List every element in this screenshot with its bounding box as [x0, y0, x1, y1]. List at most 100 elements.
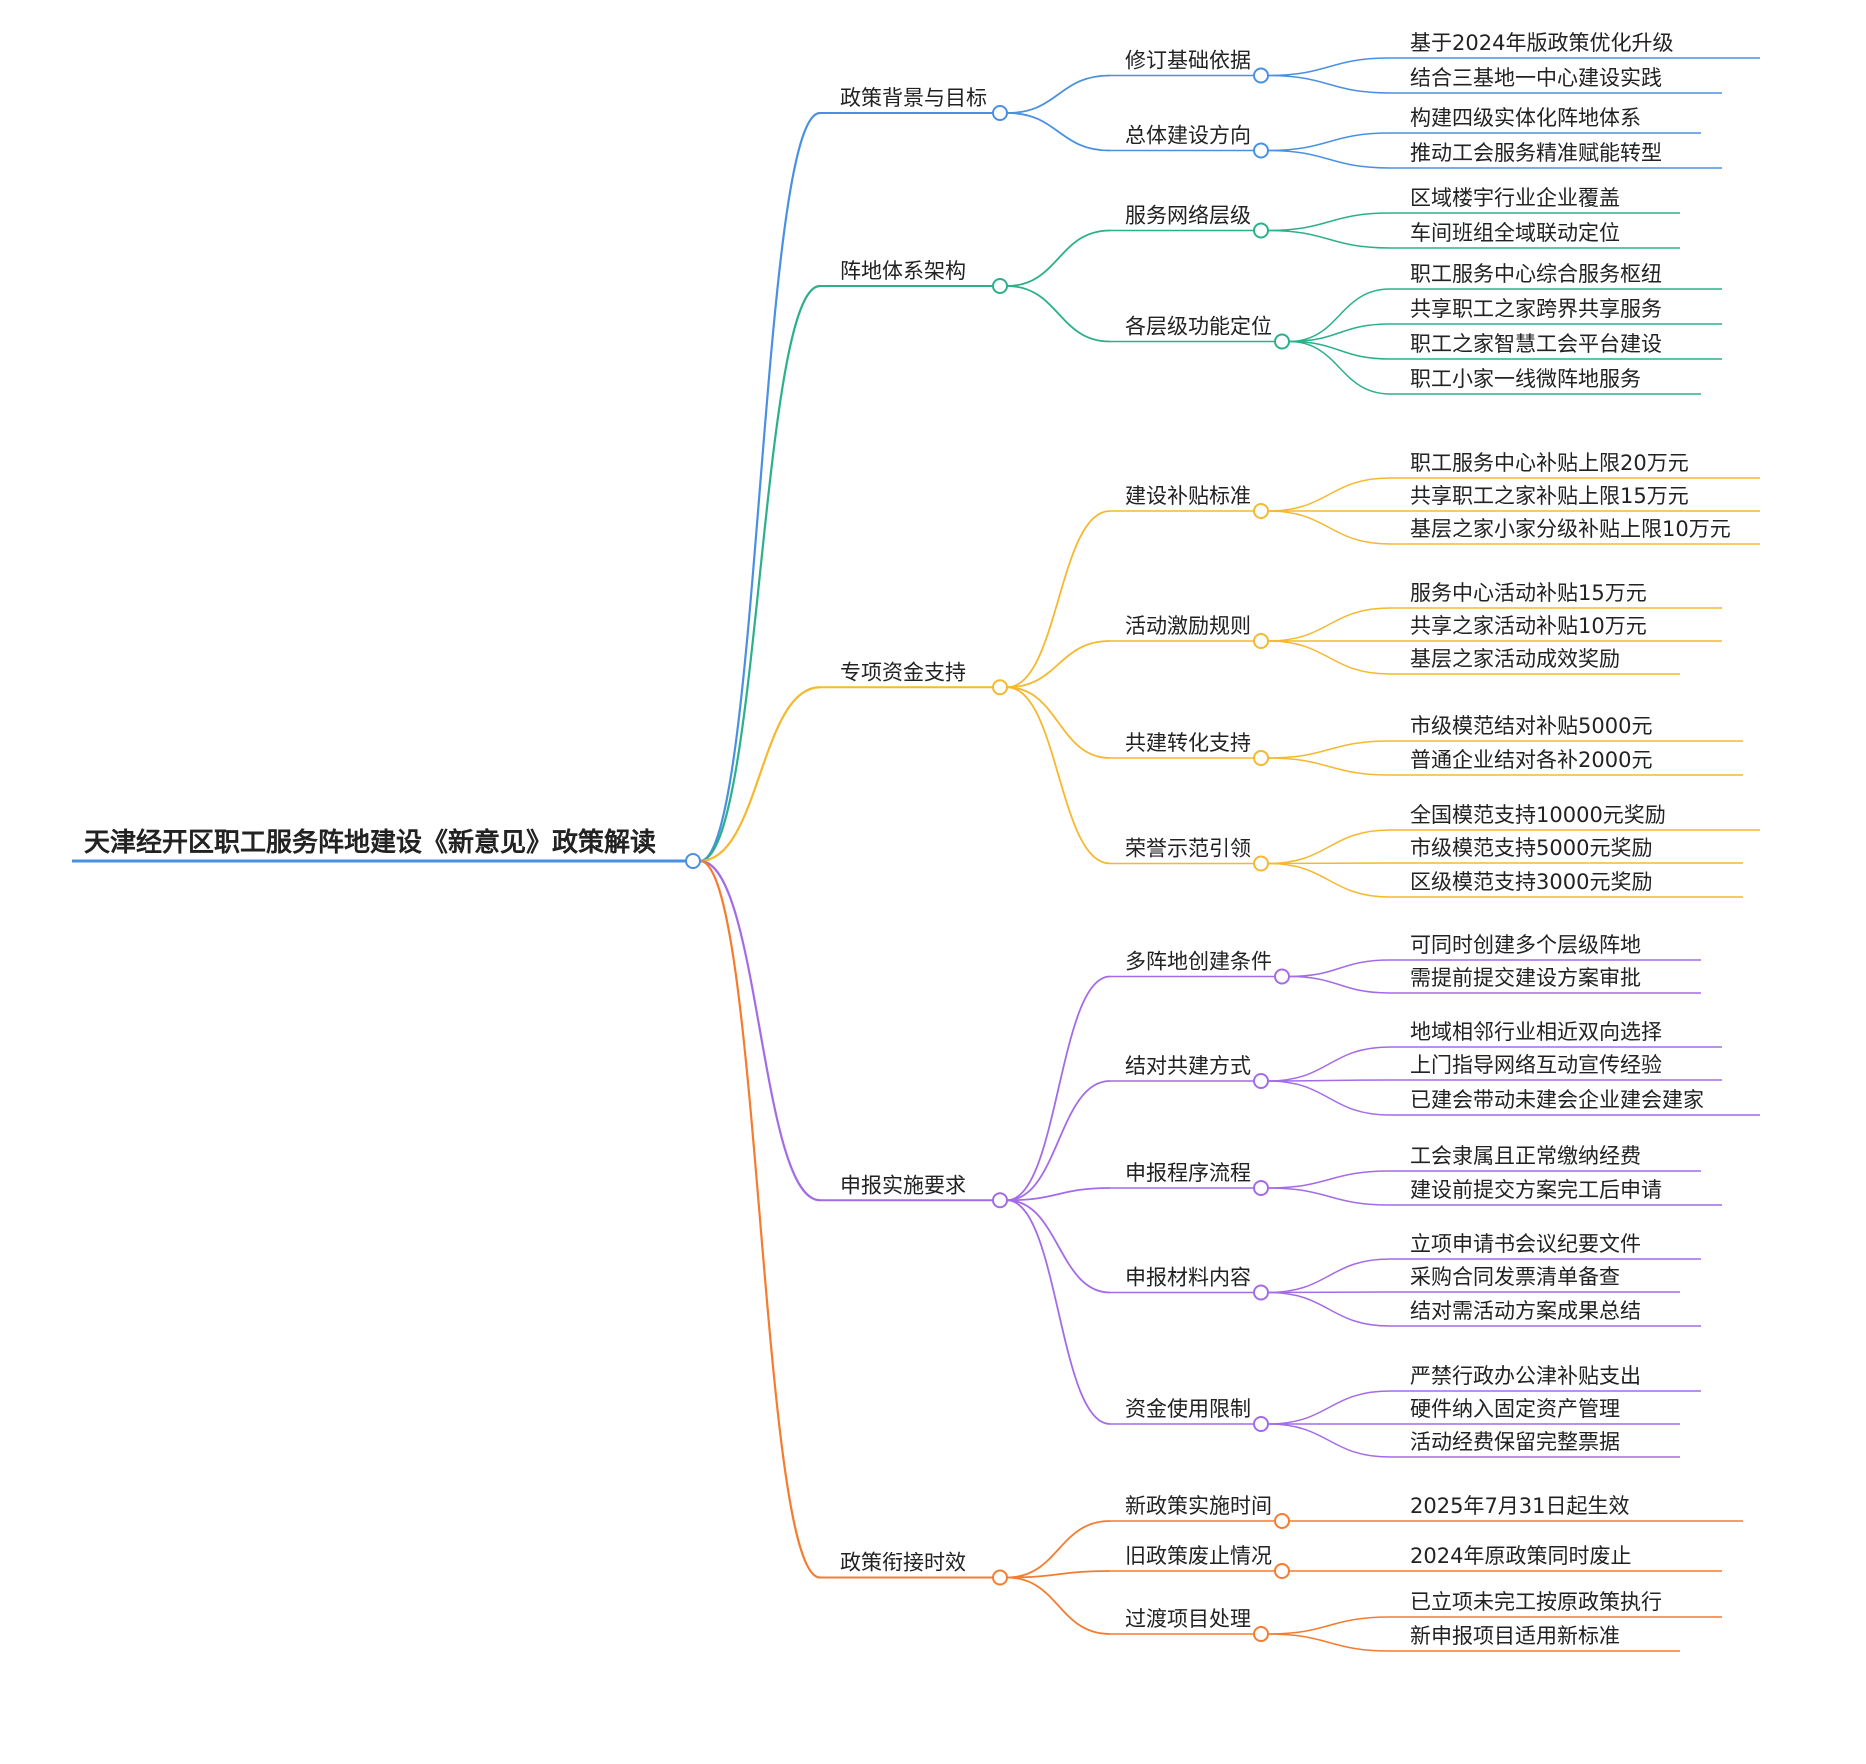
item-label: 共享职工之家跨界共享服务: [1410, 297, 1662, 321]
topic-collapse-handle[interactable]: [1253, 633, 1269, 649]
connector-topic-item: [1267, 862, 1391, 865]
item-label: 职工之家智慧工会平台建设: [1410, 332, 1662, 356]
node-underlines: [72, 57, 1760, 1652]
topic-label: 活动激励规则: [1125, 614, 1251, 638]
connector-topic-item: [1267, 229, 1391, 249]
connector-topic-item: [1267, 212, 1391, 232]
item-label: 区域楼宇行业企业覆盖: [1410, 186, 1620, 210]
topic-collapse-handle[interactable]: [1253, 222, 1269, 239]
connector-root-branch: [699, 859, 821, 1202]
topic-label: 共建转化支持: [1125, 731, 1251, 755]
topic-label: 服务网络层级: [1125, 204, 1251, 228]
item-label: 2024年原政策同时废止: [1410, 1544, 1631, 1568]
connector-topic-item: [1267, 1079, 1391, 1082]
topic-collapse-handle[interactable]: [1274, 1513, 1290, 1529]
branch-label: 政策背景与目标: [840, 86, 987, 110]
connector-topic-item: [1288, 340, 1391, 360]
connector-branch-topic: [1006, 1187, 1111, 1202]
connector-topic-item: [1267, 740, 1391, 759]
item-label: 需提前提交建设方案审批: [1410, 966, 1641, 990]
connector-branch-topic: [1006, 1576, 1111, 1635]
topic-collapse-handle[interactable]: [1253, 1416, 1269, 1432]
connector-root-branch: [699, 686, 821, 863]
branch-collapse-handle[interactable]: [992, 1192, 1008, 1209]
connector-topic-item: [1267, 607, 1391, 642]
connector-topic-item: [1267, 1423, 1391, 1458]
item-label: 全国模范支持10000元奖励: [1410, 803, 1666, 827]
connector-topic-item: [1267, 1170, 1391, 1189]
connector-topic-item: [1267, 1187, 1391, 1206]
branch-collapse-handle[interactable]: [992, 105, 1008, 121]
branch-collapse-handle[interactable]: [992, 278, 1008, 294]
connector-branch-topic: [1006, 975, 1111, 1202]
topic-label: 总体建设方向: [1125, 124, 1251, 148]
item-label: 采购合同发票清单备查: [1410, 1265, 1620, 1289]
connector-root-branch: [699, 111, 821, 863]
item-label: 已建会带动未建会企业建会建家: [1410, 1088, 1704, 1112]
connector-topic-item: [1267, 640, 1391, 675]
connector-topic-item: [1267, 1046, 1391, 1082]
item-label: 共享之家活动补贴10万元: [1410, 614, 1647, 638]
item-label: 2025年7月31日起生效: [1410, 1494, 1630, 1518]
item-label: 结对需活动方案成果总结: [1410, 1299, 1641, 1323]
item-label: 职工小家一线微阵地服务: [1410, 367, 1641, 391]
connector-topic-item: [1267, 1633, 1391, 1652]
topic-collapse-handle[interactable]: [1253, 142, 1269, 159]
connector-branch-topic: [1006, 1199, 1111, 1294]
topic-label: 各层级功能定位: [1125, 315, 1272, 339]
connector-branch-topic: [1006, 1199, 1111, 1425]
connector-topic-item: [1288, 959, 1391, 978]
topic-label: 新政策实施时间: [1125, 1494, 1272, 1518]
item-label: 活动经费保留完整票据: [1410, 1430, 1620, 1454]
branch-collapse-handle[interactable]: [992, 1569, 1008, 1586]
branch-label: 政策衔接时效: [840, 1551, 966, 1575]
connector-topic-item: [1267, 1616, 1391, 1635]
item-label: 职工服务中心补贴上限20万元: [1410, 451, 1689, 475]
topic-collapse-handle[interactable]: [1253, 1284, 1269, 1301]
connector-root-branch: [699, 859, 821, 1579]
topic-collapse-handle[interactable]: [1253, 67, 1269, 84]
connector-topic-item: [1267, 510, 1391, 545]
connector-branch-topic: [1006, 229, 1111, 287]
topic-label: 多阵地创建条件: [1125, 950, 1272, 974]
item-label: 新申报项目适用新标准: [1410, 1624, 1620, 1648]
item-label: 基于2024年版政策优化升级: [1410, 31, 1673, 55]
connector-root-branch: [699, 284, 821, 863]
topic-collapse-handle[interactable]: [1274, 1563, 1290, 1579]
topic-collapse-handle[interactable]: [1253, 855, 1269, 872]
item-label: 已立项未完工按原政策执行: [1410, 1590, 1662, 1614]
topic-collapse-handle[interactable]: [1253, 1073, 1269, 1089]
topic-collapse-handle[interactable]: [1253, 503, 1269, 519]
item-label: 严禁行政办公津补贴支出: [1410, 1364, 1641, 1388]
item-label: 车间班组全域联动定位: [1410, 221, 1620, 245]
root-collapse-handle[interactable]: [685, 853, 701, 869]
topic-collapse-handle[interactable]: [1274, 333, 1290, 350]
topic-collapse-handle[interactable]: [1253, 750, 1269, 766]
item-label: 区级模范支持3000元奖励: [1410, 870, 1652, 894]
item-label: 推动工会服务精准赋能转型: [1410, 141, 1662, 165]
connector-topic-item: [1288, 288, 1391, 343]
connector-topic-item: [1267, 149, 1391, 169]
topic-label: 资金使用限制: [1125, 1397, 1251, 1421]
connector-branch-topic: [1006, 1080, 1111, 1202]
item-label: 工会隶属且正常缴纳经费: [1410, 1144, 1641, 1168]
connector-topic-item: [1267, 757, 1391, 776]
item-label: 结合三基地一中心建设实践: [1410, 66, 1662, 90]
connector-topic-item: [1267, 74, 1391, 94]
connector-branch-topic: [1006, 686, 1111, 865]
branch-collapse-handle[interactable]: [992, 679, 1008, 696]
connector-branch-topic: [1006, 112, 1111, 152]
item-label: 服务中心活动补贴15万元: [1410, 581, 1647, 605]
item-label: 可同时创建多个层级阵地: [1410, 933, 1641, 957]
item-label: 上门指导网络互动宣传经验: [1410, 1053, 1662, 1077]
topic-collapse-handle[interactable]: [1274, 968, 1290, 985]
connector-branch-topic: [1006, 1570, 1111, 1579]
node-labels: 天津经开区职工服务阵地建设《新意见》政策解读政策背景与目标修订基础依据基于202…: [84, 31, 1731, 1648]
item-label: 普通企业结对各补2000元: [1410, 748, 1652, 772]
connector-topic-item: [1267, 1258, 1391, 1294]
connector-topic-item: [1267, 477, 1391, 512]
connector-branch-topic: [1006, 74, 1111, 114]
topic-collapse-handle[interactable]: [1253, 1626, 1269, 1642]
topic-collapse-handle[interactable]: [1253, 1180, 1269, 1196]
